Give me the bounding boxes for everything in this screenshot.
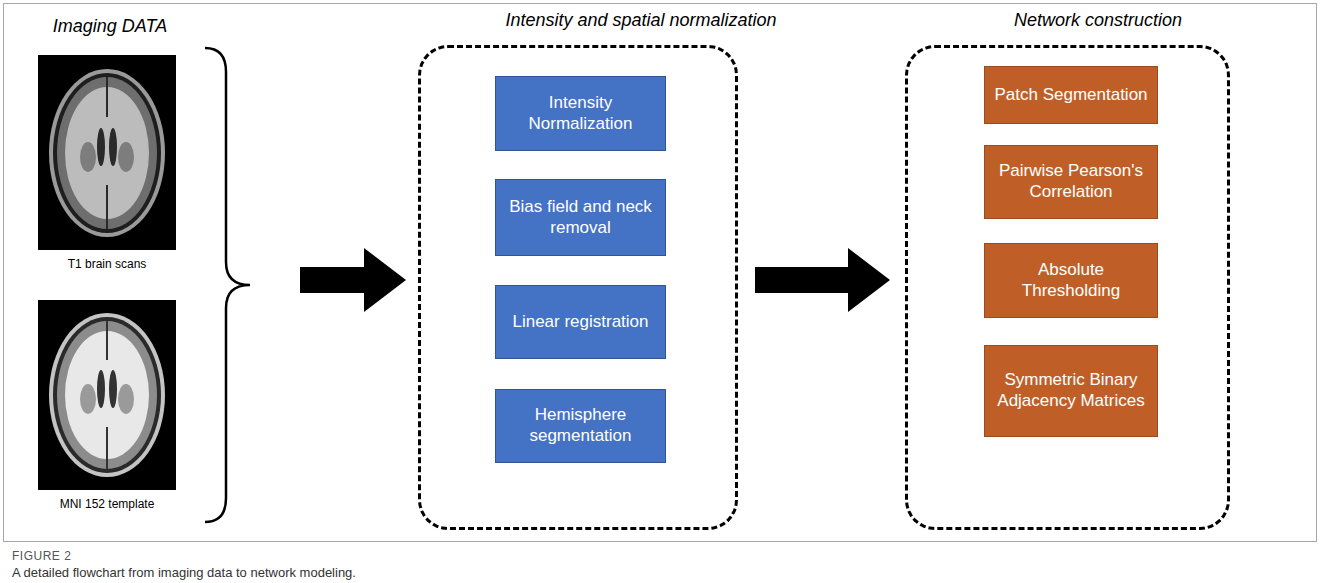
t1-brain-image	[38, 55, 176, 250]
box-label: Patch Segmentation	[994, 85, 1147, 106]
input-column: Imaging DATA	[20, 8, 295, 533]
box-label: Intensity Normalization	[500, 93, 661, 134]
box-label: Hemisphere segmentation	[500, 405, 661, 446]
box-label: Absolute Thresholding	[989, 260, 1153, 301]
block-arrow	[755, 248, 890, 312]
image-caption: MNI 152 template	[17, 497, 197, 511]
stage-group: Network constructionPatch SegmentationPa…	[905, 45, 1230, 530]
column-heading: Network construction	[898, 10, 1298, 31]
curly-brace	[205, 48, 250, 522]
process-box: Symmetric Binary Adjacency Matrices	[984, 345, 1158, 437]
column-heading: Intensity and spatial normalization	[441, 10, 841, 31]
stage-group: Intensity and spatial normalizationInten…	[418, 45, 738, 530]
figure-border	[4, 4, 1317, 542]
box-label: Pairwise Pearson's Correlation	[989, 161, 1153, 202]
process-box: Hemisphere segmentation	[495, 389, 666, 463]
image-caption: T1 brain scans	[17, 257, 197, 271]
box-label: Bias field and neck removal	[500, 197, 661, 238]
mni-template-image	[38, 300, 176, 490]
figure-caption: A detailed flowchart from imaging data t…	[12, 565, 356, 580]
figure-number: FIGURE 2	[12, 549, 71, 563]
process-box: Linear registration	[495, 285, 666, 359]
process-box: Absolute Thresholding	[984, 243, 1158, 318]
process-box: Pairwise Pearson's Correlation	[984, 145, 1158, 219]
process-box: Bias field and neck removal	[495, 179, 666, 256]
process-box: Patch Segmentation	[984, 66, 1158, 124]
block-arrow	[300, 248, 406, 312]
box-label: Linear registration	[512, 312, 648, 333]
column-heading: Imaging DATA	[20, 16, 200, 37]
box-label: Symmetric Binary Adjacency Matrices	[989, 370, 1153, 411]
process-box: Intensity Normalization	[495, 76, 666, 151]
